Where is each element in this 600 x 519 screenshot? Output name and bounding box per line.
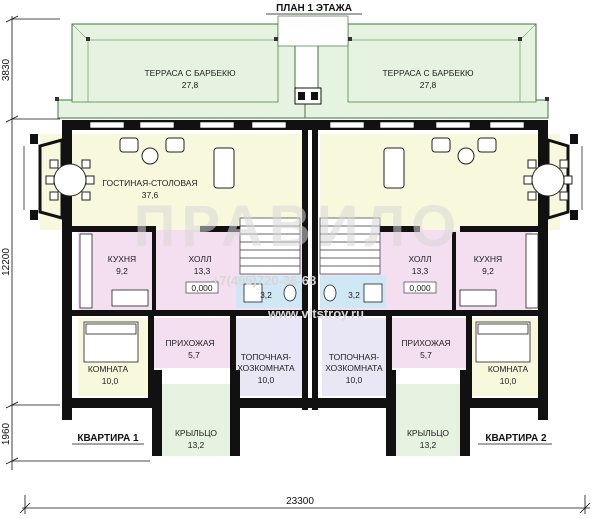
bath-left-area: 3,2 (260, 290, 272, 300)
boiler-left-name-1: ТОПОЧНАЯ- (241, 352, 292, 362)
dining-table-left (45, 159, 95, 201)
watermark-phone: +7(495)720-36-68 (212, 273, 316, 288)
windows-top (89, 121, 525, 129)
entry-right-name: ПРИХОЖАЯ (401, 338, 450, 348)
porch-left-name: КРЫЛЬЦО (175, 428, 217, 438)
dim-total-width: 23300 (286, 496, 314, 507)
terrace-right-area: 27,8 (420, 80, 437, 90)
kitchen-right-area: 9,2 (482, 266, 494, 276)
hall-left-area: 13,3 (194, 266, 211, 276)
dim-house-depth: 12200 (1, 248, 12, 276)
porch-right-area: 13,2 (420, 440, 437, 450)
terrace-left-name: ТЕРРАСА С БАРБЕКЮ (144, 68, 236, 78)
dimension-vertical (5, 15, 150, 470)
terrace-posts (55, 37, 549, 101)
bbq-block (294, 87, 322, 105)
bathroom-fixtures (243, 283, 383, 303)
room-fills (40, 134, 560, 456)
plan-title: ПЛАН 1 ЭТАЖА (276, 3, 352, 14)
hall-right-name: ХОЛЛ (408, 254, 431, 264)
watermark: ПРАВИЛО (134, 194, 463, 259)
kitchen-counters (79, 233, 539, 309)
beds (83, 321, 531, 363)
walls (62, 120, 548, 456)
boiler-left-name-2: ХОЗКОМНАТА (237, 363, 295, 373)
terrace-right (304, 23, 549, 119)
room-left-area: 10,0 (102, 376, 119, 386)
room-right-name: КОМНАТА (488, 364, 529, 374)
room-right-area: 10,0 (500, 376, 517, 386)
terrace-gap (277, 15, 349, 47)
room-left-name: КОМНАТА (88, 364, 129, 374)
bath-right-area: 3,2 (348, 290, 360, 300)
stairs (239, 217, 381, 275)
hall-right-mark: 0,000 (409, 283, 431, 293)
dimension-horizontal (19, 495, 591, 514)
kitchen-left-name: КУХНЯ (108, 254, 136, 264)
watermark-url: www.vitstroy.ru (267, 306, 364, 321)
boiler-right-area: 10,0 (346, 375, 363, 385)
living-left-name: ГОСТИНАЯ-СТОЛОВАЯ (102, 178, 197, 188)
apartment-right-label: КВАРТИРА 2 (485, 433, 547, 444)
boiler-right-name-2: ХОЗКОМНАТА (325, 363, 383, 373)
hall-left-mark-box (185, 281, 219, 294)
entry-left-name: ПРИХОЖАЯ (165, 338, 214, 348)
living-left-area: 37,6 (142, 190, 159, 200)
kitchen-left-area: 9,2 (116, 266, 128, 276)
terrace-right-name: ТЕРРАСА С БАРБЕКЮ (382, 68, 474, 78)
hall-left-name: ХОЛЛ (188, 254, 211, 264)
dining-table-right (523, 159, 573, 201)
entry-left-area: 5,7 (188, 350, 200, 360)
entry-right-area: 5,7 (420, 350, 432, 360)
kitchen-right-name: КУХНЯ (474, 254, 502, 264)
boiler-right-name-1: ТОПОЧНАЯ- (329, 352, 380, 362)
sofa-set-right (383, 137, 497, 189)
terrace-left-area: 27,8 (182, 80, 199, 90)
apartment-left-label: КВАРТИРА 1 (77, 433, 139, 444)
porch-right-name: КРЫЛЬЦО (407, 428, 449, 438)
dim-porch-depth: 1960 (1, 422, 12, 445)
hall-right-mark-box (403, 281, 437, 294)
boiler-left-area: 10,0 (258, 375, 275, 385)
hall-right-area: 13,3 (412, 266, 429, 276)
porch-left-area: 13,2 (188, 440, 205, 450)
hall-left-mark: 0,000 (191, 283, 213, 293)
sofa-set-left (119, 137, 235, 189)
dim-terrace-depth: 3830 (1, 58, 12, 81)
